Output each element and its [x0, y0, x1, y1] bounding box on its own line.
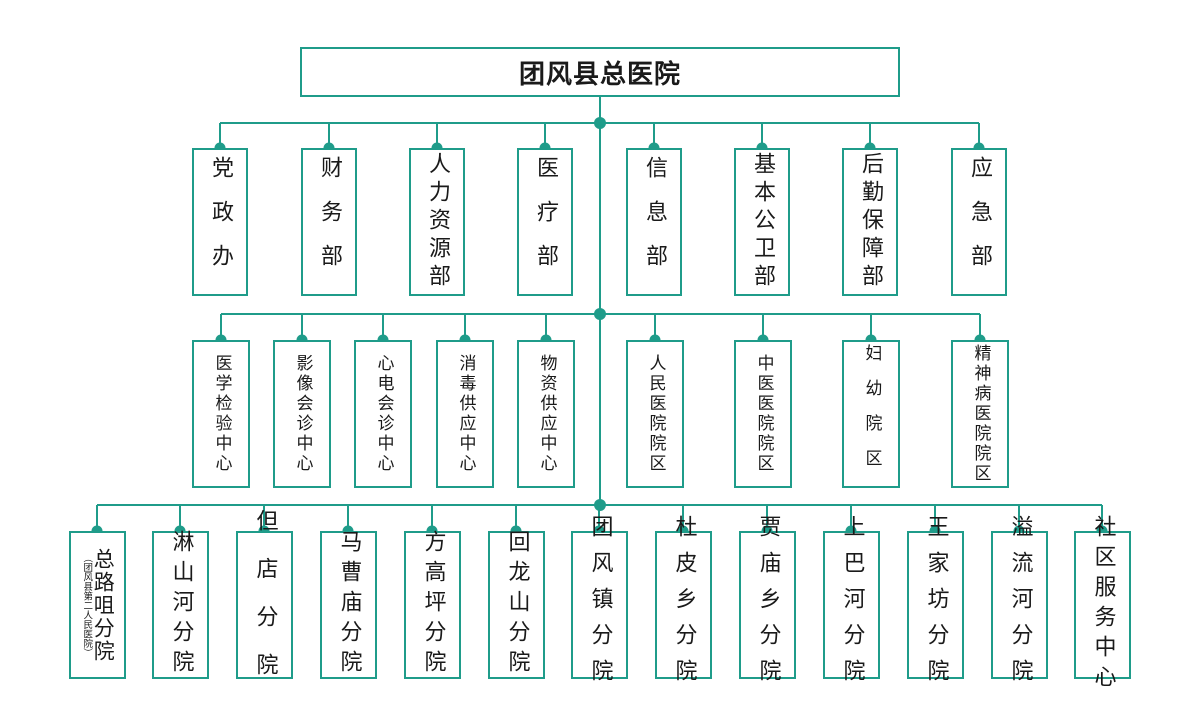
branch-label: 社区服务中心	[1090, 515, 1116, 695]
branch-box-fanggaoping[interactable]: 方高坪分院	[404, 530, 461, 680]
dept-box-party-office[interactable]: 党政办	[192, 148, 248, 296]
branch-label: 方高坪分院	[420, 530, 446, 680]
root-hospital-title: 团风县总医院	[518, 59, 681, 90]
center-box-supplies[interactable]: 物资供应中心	[517, 340, 575, 488]
dept-label: 财务部	[317, 156, 342, 288]
branch-label: 贾庙乡分院	[755, 515, 781, 695]
branch-box-macaomiao[interactable]: 马曹庙分院	[320, 530, 377, 680]
center-label: 消毒供应中心	[455, 354, 476, 474]
campus-box-psychiatric[interactable]: 精神病医院院区	[951, 340, 1009, 488]
branch-box-huilongshan[interactable]: 回龙山分院	[488, 530, 545, 680]
dept-box-public-health[interactable]: 基本公卫部	[734, 148, 790, 296]
branch-box-tuanfengzhen[interactable]: 团风镇分院	[571, 515, 628, 695]
dept-label: 基本公卫部	[750, 152, 775, 292]
branch-label: 淋山河分院	[168, 530, 194, 680]
center-box-sterilization[interactable]: 消毒供应中心	[436, 340, 494, 488]
branch-box-yiliuhe[interactable]: 溢流河分院	[991, 515, 1048, 695]
branch-label-stack: （团风县第二人民医院） 总路咀分院	[81, 547, 116, 663]
campus-box-people[interactable]: 人民医院院区	[626, 340, 684, 488]
branch-box-linshanhe[interactable]: 淋山河分院	[152, 530, 209, 680]
center-junction-dot	[594, 308, 606, 320]
branch-box-dupixiang[interactable]: 杜皮乡分院	[655, 515, 712, 695]
branch-junction-dot	[594, 499, 606, 511]
dept-box-emergency[interactable]: 应急部	[951, 148, 1007, 296]
branch-label: 王家坊分院	[923, 515, 949, 695]
dept-box-logistics[interactable]: 后勤保障部	[842, 148, 898, 296]
dept-label: 信息部	[642, 156, 667, 288]
branch-label: 但店分院	[252, 509, 278, 701]
branch-label: 马曹庙分院	[336, 530, 362, 680]
branch-label: 杜皮乡分院	[671, 515, 697, 695]
branch-box-wangjiafang[interactable]: 王家坊分院	[907, 515, 964, 695]
center-label: 医学检验中心	[211, 354, 232, 474]
dept-box-finance[interactable]: 财务部	[301, 148, 357, 296]
dept-junction-dot	[594, 117, 606, 129]
branch-note: （团风县第二人民医院）	[81, 552, 93, 658]
dept-label: 人力资源部	[425, 152, 450, 292]
dept-box-information[interactable]: 信息部	[626, 148, 682, 296]
branch-label: 上巴河分院	[839, 515, 865, 695]
branch-box-zongluju[interactable]: （团风县第二人民医院） 总路咀分院	[69, 531, 126, 679]
root-hospital-box[interactable]: 团风县总医院	[300, 47, 900, 97]
center-box-lab[interactable]: 医学检验中心	[192, 340, 250, 488]
campus-label: 精神病医院院区	[970, 344, 991, 484]
dept-label: 医疗部	[533, 156, 558, 288]
dept-label: 应急部	[967, 156, 992, 288]
center-box-imaging[interactable]: 影像会诊中心	[273, 340, 331, 488]
branch-box-jiamiaoxiang[interactable]: 贾庙乡分院	[739, 515, 796, 695]
campus-label: 人民医院院区	[645, 354, 666, 474]
center-box-ecg[interactable]: 心电会诊中心	[354, 340, 412, 488]
center-label: 心电会诊中心	[373, 354, 394, 474]
dept-label: 后勤保障部	[858, 152, 883, 292]
campus-box-tcm[interactable]: 中医医院院区	[734, 340, 792, 488]
dept-box-hr[interactable]: 人力资源部	[409, 148, 465, 296]
dept-label: 党政办	[208, 156, 233, 288]
branch-box-community[interactable]: 社区服务中心	[1074, 515, 1131, 695]
branch-box-shangbahe[interactable]: 上巴河分院	[823, 515, 880, 695]
center-label: 物资供应中心	[536, 354, 557, 474]
dept-box-medical[interactable]: 医疗部	[517, 148, 573, 296]
center-label: 影像会诊中心	[292, 354, 313, 474]
branch-label: 回龙山分院	[504, 530, 530, 680]
branch-box-dandian[interactable]: 但店分院	[236, 509, 293, 701]
campus-label: 妇幼院区	[861, 344, 882, 484]
branch-label: 总路咀分院	[91, 547, 116, 663]
campus-label: 中医医院院区	[753, 354, 774, 474]
branch-label: 团风镇分院	[587, 515, 613, 695]
campus-box-maternal[interactable]: 妇幼院区	[842, 340, 900, 488]
branch-label: 溢流河分院	[1007, 515, 1033, 695]
